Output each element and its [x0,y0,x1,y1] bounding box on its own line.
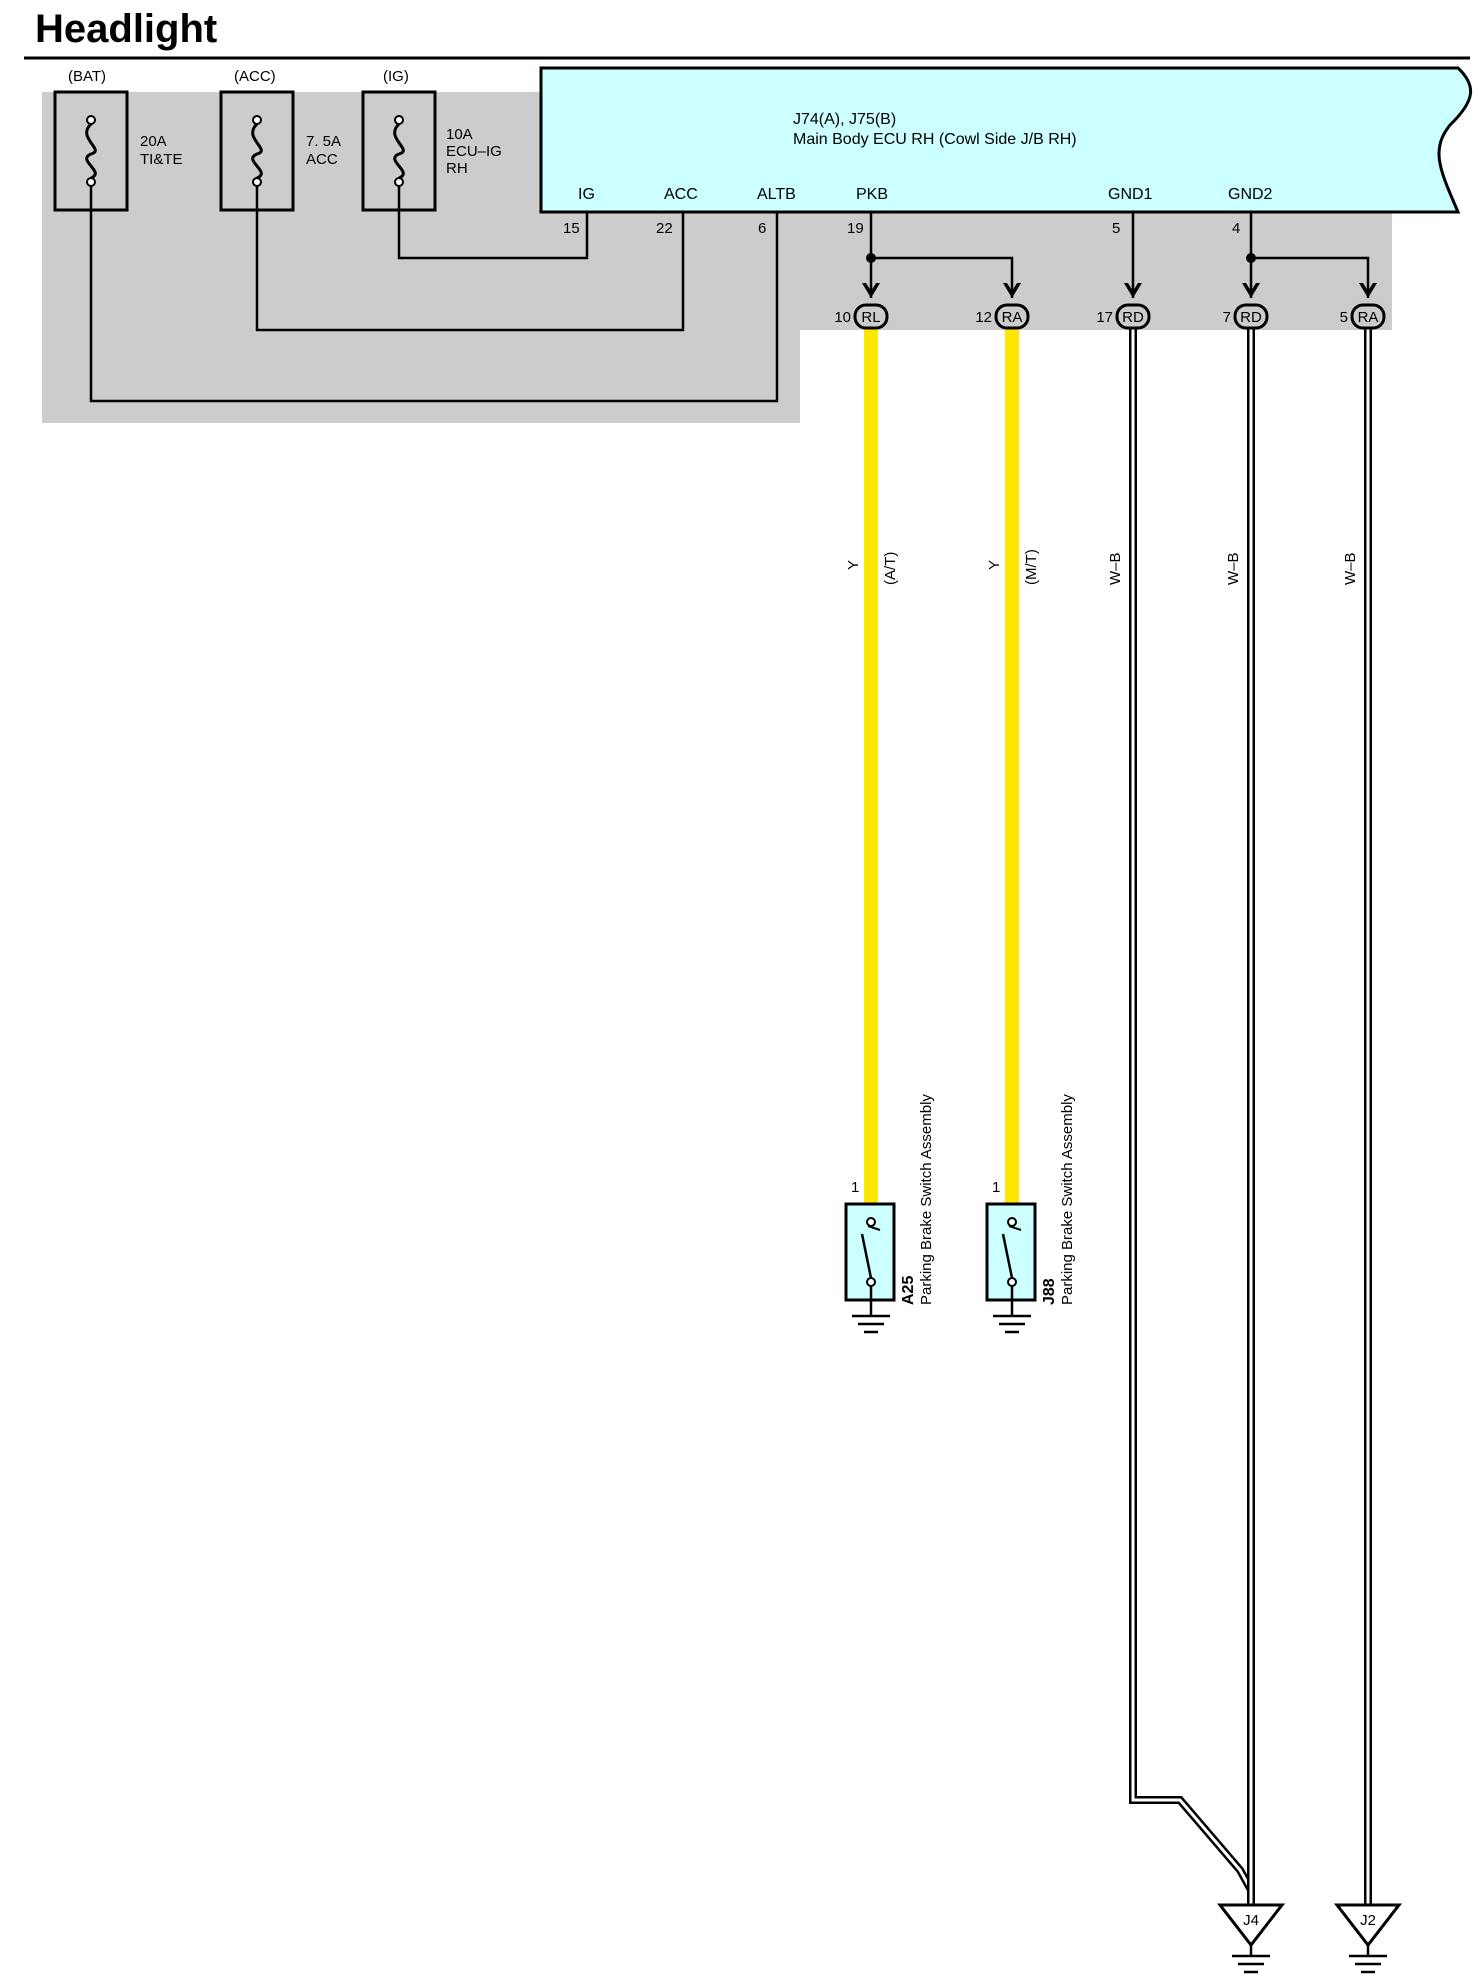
terminal-altb-pin: 6 [758,220,766,237]
fuse-ecu-ig-rh: (IG) 10A ECU–IG RH [361,68,502,212]
switch-j88: 1 J88 Parking Brake Switch Assembly [985,1094,1076,1334]
wire-note-label: (M/T) [1023,549,1040,585]
fuse-acc: (ACC) 7. 5A ACC [219,68,341,212]
fuse-name: ACC [306,151,338,168]
terminal-altb-name: ALTB [757,186,796,203]
terminal-acc-pin: 22 [656,220,673,237]
connector-pin: 12 [975,309,992,326]
connector-code: RD [1122,309,1144,326]
terminal-gnd2-name: GND2 [1228,186,1273,203]
terminal-ig-pin: 15 [563,220,580,237]
wire-gnd2-branch [1251,256,1370,298]
fuse-name-line2: RH [446,160,468,177]
switch-id: J88 [1041,1278,1058,1305]
switch-name: Parking Brake Switch Assembly [918,1094,935,1305]
wire-color-label: Y [845,560,862,570]
fuse-rating: 10A [446,126,473,143]
connector-code: RA [1358,309,1379,326]
connector-pin: 10 [834,309,851,326]
fuse-rating: 20A [140,133,167,150]
connector-pin: 5 [1340,309,1348,326]
wire-color-label: W–B [1225,552,1242,585]
terminal-gnd1-pin: 5 [1112,220,1120,237]
terminal-pkb-pin: 19 [847,220,864,237]
wire-altb [89,186,779,403]
connector-pin: 7 [1223,309,1231,326]
ecu-body [539,66,1473,214]
junction-block-area [42,92,1392,423]
wire-note-label: (A/T) [882,552,899,585]
wire-color-label: Y [986,560,1003,570]
switch-name: Parking Brake Switch Assembly [1059,1094,1076,1305]
ground-id: J4 [1243,1912,1259,1929]
connector-code: RL [861,309,880,326]
wire-pkb-branch [871,256,1014,298]
terminal-gnd2-pin: 4 [1232,220,1240,237]
switch-pin: 1 [992,1179,1000,1196]
page-title: Headlight [35,7,217,51]
terminal-ig-name: IG [578,186,595,203]
wire-ig [397,186,589,260]
ground-j4: J4 [1216,1903,1286,1974]
ecu-connector-ids: J74(A), J75(B) [793,111,896,128]
fuse-name: ECU–IG [446,143,502,160]
wire-color-label: W–B [1107,552,1124,585]
fuse-rating: 7. 5A [306,133,341,150]
connector-rl-10: RL 10 [834,283,889,330]
fuse-source-label: (BAT) [68,68,106,85]
connector-rd-17: RD 17 [1096,283,1151,330]
switch-a25: 1 A25 Parking Brake Switch Assembly [844,1094,935,1334]
connector-pin: 17 [1096,309,1113,326]
ground-id: J2 [1360,1912,1376,1929]
fuse-name: TI&TE [140,151,183,168]
switch-id: A25 [900,1276,917,1305]
fuse-source-label: (ACC) [234,68,276,85]
wire-acc [255,186,685,332]
ecu-name: Main Body ECU RH (Cowl Side J/B RH) [793,131,1077,148]
terminal-acc-name: ACC [664,186,698,203]
ground-j2: J2 [1333,1903,1403,1974]
switch-pin: 1 [851,1179,859,1196]
wire-color-label: W–B [1342,552,1359,585]
fuse-source-label: (IG) [383,68,409,85]
connector-ra-5: RA 5 [1340,283,1386,330]
fuse-ti-te: (BAT) 20A TI&TE [53,68,183,212]
connector-rd-7: RD 7 [1223,283,1269,330]
terminal-gnd1-name: GND1 [1108,186,1153,203]
connector-code: RA [1002,309,1023,326]
connector-ra-12: RA 12 [975,283,1030,330]
terminal-pkb-name: PKB [856,186,888,203]
connector-code: RD [1240,309,1262,326]
